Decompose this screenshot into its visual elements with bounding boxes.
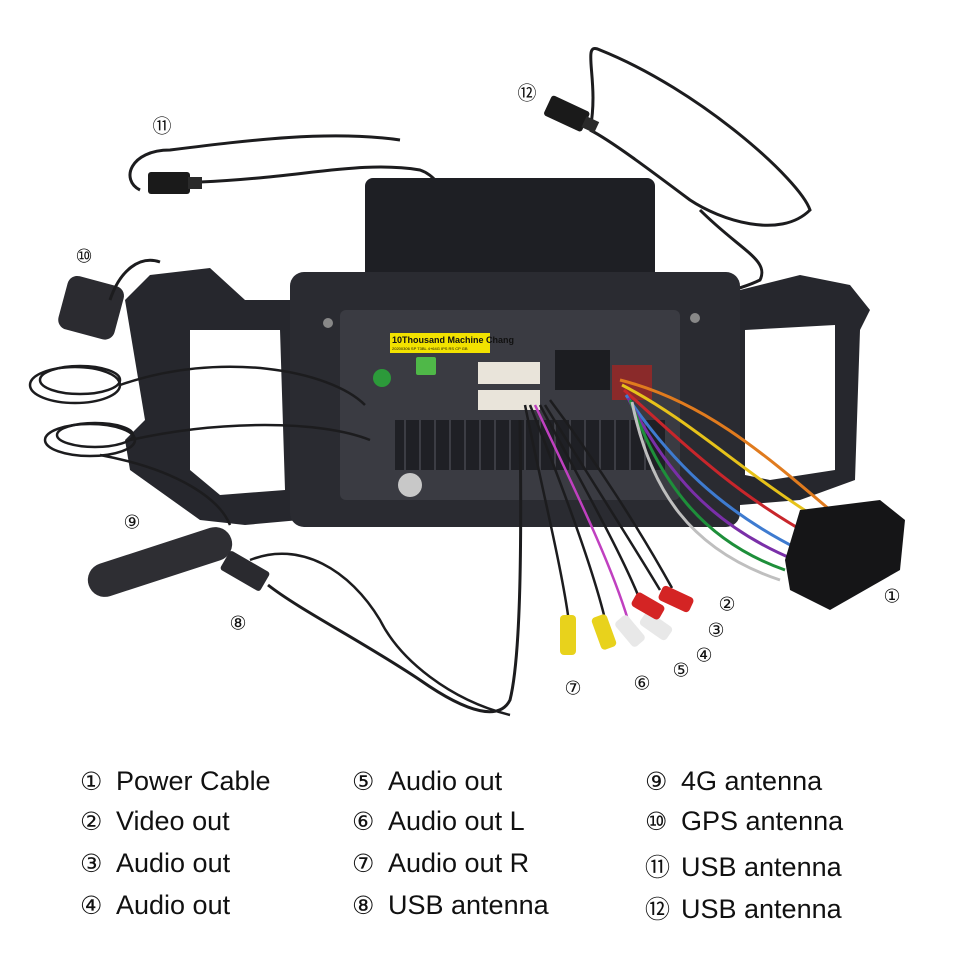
usb-plug-11 bbox=[148, 172, 202, 194]
callout-6: ⑥ bbox=[633, 675, 650, 694]
screen-back bbox=[365, 178, 655, 288]
legend-num: ⑨ bbox=[645, 767, 681, 796]
legend-num: ⑫ bbox=[645, 890, 681, 926]
legend-label: Audio out bbox=[116, 848, 230, 878]
legend-label: Audio out bbox=[388, 766, 502, 796]
legend-label: USB antenna bbox=[388, 890, 549, 920]
legend-num: ① bbox=[80, 767, 116, 796]
callout-5: ⑤ bbox=[672, 662, 689, 681]
callout-12: ⑫ bbox=[517, 85, 536, 104]
legend-label: Audio out L bbox=[388, 806, 525, 836]
legend-label: Audio out bbox=[116, 890, 230, 920]
legend-label: 4G antenna bbox=[681, 766, 822, 796]
sticker-sub: 20200306 SP T3BL 4+64G IPS RS CP GB bbox=[392, 346, 468, 351]
legend-label: USB antenna bbox=[681, 852, 842, 882]
callout-4: ④ bbox=[695, 647, 712, 666]
legend-label: Audio out R bbox=[388, 848, 529, 878]
callout-8: ⑧ bbox=[229, 615, 246, 634]
4g-antenna bbox=[83, 523, 236, 602]
callout-3: ③ bbox=[707, 622, 724, 641]
legend-label: Video out bbox=[116, 806, 230, 836]
legend-num: ⑦ bbox=[352, 849, 388, 878]
rca-plugs bbox=[560, 585, 695, 655]
legend-label: GPS antenna bbox=[681, 806, 843, 836]
callout-7: ⑦ bbox=[564, 680, 581, 699]
legend-num: ④ bbox=[80, 891, 116, 920]
legend-num: ⑩ bbox=[645, 807, 681, 836]
legend-num: ⑤ bbox=[352, 767, 388, 796]
connector-block bbox=[478, 362, 540, 384]
green-port bbox=[373, 369, 391, 387]
callout-2: ② bbox=[718, 596, 735, 615]
callout-11: ⑪ bbox=[152, 118, 171, 137]
callout-10: ⑩ bbox=[75, 248, 92, 267]
legend-num: ⑧ bbox=[352, 891, 388, 920]
legend-label: Power Cable bbox=[116, 766, 271, 796]
legend-num: ⑥ bbox=[352, 807, 388, 836]
legend-num: ⑪ bbox=[645, 848, 681, 884]
legend-label: USB antenna bbox=[681, 894, 842, 924]
legend-num: ③ bbox=[80, 849, 116, 878]
sticker-label: 10Thousand Machine Chang bbox=[392, 335, 514, 345]
legend-num: ② bbox=[80, 807, 116, 836]
product-photo bbox=[0, 0, 960, 760]
callout-9: ⑨ bbox=[123, 514, 140, 533]
callout-1: ① bbox=[883, 588, 900, 607]
